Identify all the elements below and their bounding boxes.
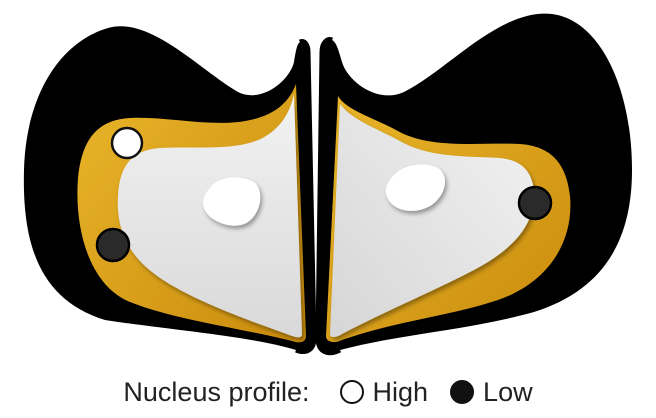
legend-title: Nucleus profile:	[123, 377, 309, 408]
legend-item-low: Low	[450, 377, 533, 408]
legend: Nucleus profile: High Low	[0, 372, 656, 412]
right-lobe	[318, 14, 632, 353]
legend-item-low-label: Low	[483, 377, 533, 408]
open-circle-icon	[340, 380, 364, 404]
nucleus-high-marker	[112, 128, 142, 158]
nucleus-low-marker-left	[97, 229, 129, 261]
diagram-canvas	[0, 0, 656, 365]
filled-circle-icon	[450, 380, 474, 404]
nucleus-low-marker-right	[519, 187, 551, 219]
legend-item-high-label: High	[373, 377, 429, 408]
legend-item-high: High	[340, 377, 429, 408]
left-lobe	[24, 26, 314, 351]
